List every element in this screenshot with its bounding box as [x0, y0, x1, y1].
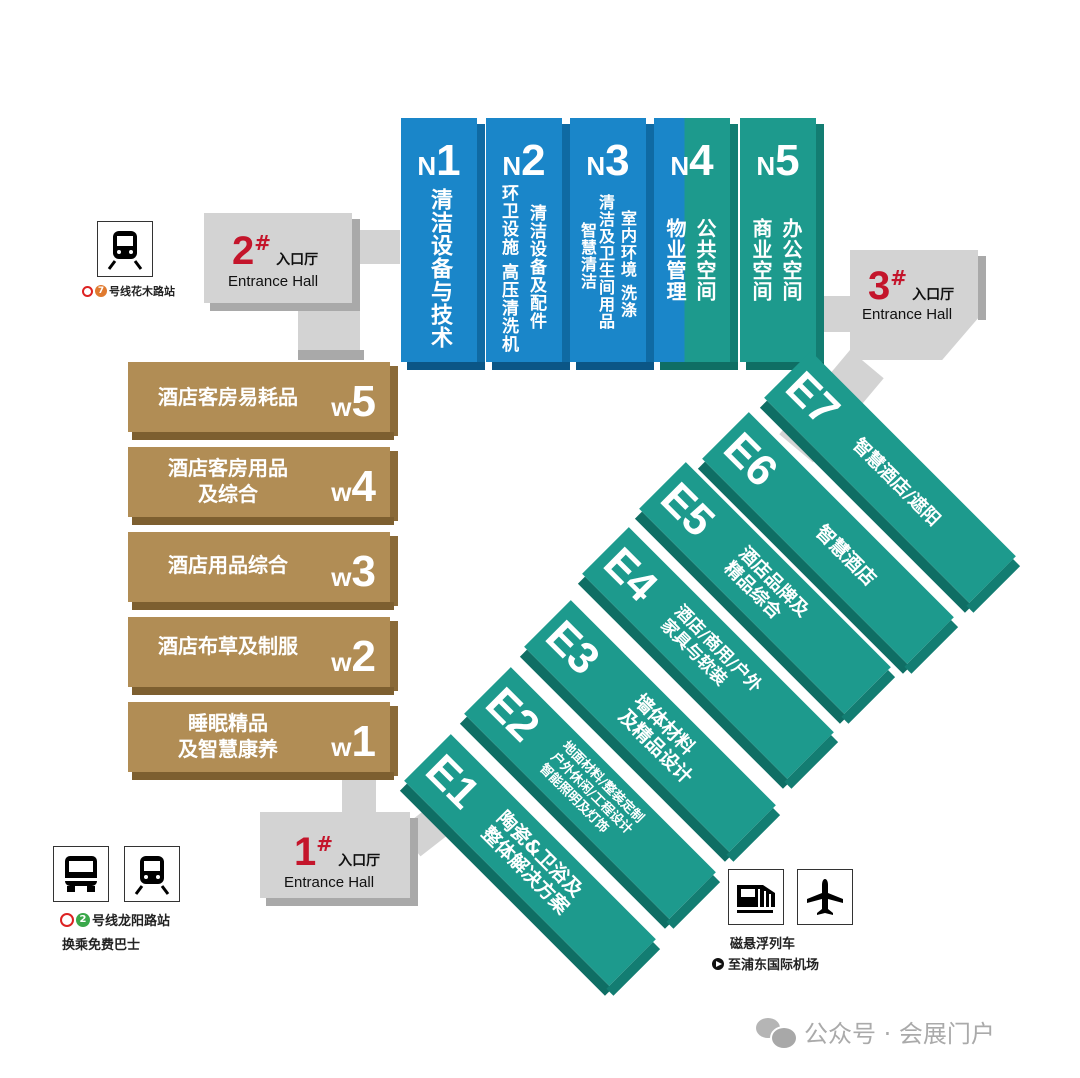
- maglev-label: 磁悬浮列车: [730, 937, 796, 952]
- entrance-en-label: Entrance Hall: [862, 306, 953, 323]
- play-arrow-icon: [712, 957, 724, 970]
- hall-n4[interactable]: N4 物业管理 公共空间: [654, 118, 738, 370]
- hall-code: 5: [775, 136, 800, 185]
- wechat-icon: [756, 1016, 798, 1050]
- entrance-hall-2-face: [204, 213, 352, 303]
- hall-code: 1: [351, 717, 376, 766]
- hall-category: 清洁设备与技术: [427, 188, 452, 349]
- hall-w5[interactable]: 酒店客房易耗品 W5: [128, 362, 398, 440]
- hall-category: 智慧清洁: [578, 222, 597, 290]
- hall-category: 睡眠精品: [188, 711, 268, 735]
- entrance-number: 1: [294, 830, 317, 874]
- metro-line-7-label: 7 号线花木路站: [82, 283, 175, 299]
- entrance-cn-label: 入口厅: [912, 287, 955, 303]
- metro-logo-icon: [82, 285, 93, 297]
- hall-code: 4: [689, 136, 714, 185]
- hall-n3[interactable]: N3 智慧清洁 清洁及卫生间用品 室内环境 洗涤: [570, 118, 654, 370]
- line-2-badge: 2: [76, 912, 90, 927]
- entrance-hall-2[interactable]: 2# 入口厅 Entrance Hall: [204, 213, 360, 311]
- maglev-destination: 至浦东国际机场: [712, 954, 819, 973]
- hall-code: 4: [351, 462, 376, 511]
- entrance-hall-2-side: [352, 219, 360, 309]
- hall-code: 1: [436, 136, 461, 185]
- entrance-en-label: Entrance Hall: [284, 874, 375, 891]
- hall-category: 酒店用品综合: [168, 553, 288, 577]
- hall-code: 2: [351, 632, 376, 681]
- entrance-hall-3[interactable]: 3# 入口厅 Entrance Hall: [850, 250, 986, 370]
- hall-category: 环卫设施 高压清洗机: [498, 184, 518, 353]
- hall-n1[interactable]: N1 清洁设备与技术: [401, 118, 485, 370]
- watermark: 公众号 · 会展门户: [756, 1014, 995, 1050]
- hall-category: 商业空间: [749, 218, 773, 302]
- metro-train-icon: [124, 846, 180, 902]
- hall-w2[interactable]: 酒店布草及制服 W2: [128, 617, 398, 695]
- hall-category: 物业管理: [663, 218, 687, 302]
- airplane-icon: [797, 869, 853, 925]
- hall-code: 3: [351, 547, 376, 596]
- entrance-en-label: Entrance Hall: [228, 273, 319, 290]
- entrance-cn-label: 入口厅: [276, 252, 319, 268]
- hall-category: 酒店布草及制服: [158, 634, 298, 658]
- corridor-2-west-shade: [298, 350, 364, 360]
- bus-icon: [53, 846, 109, 902]
- entrance-hall-1-bottom: [266, 898, 418, 906]
- entrance-hall-2-bottom: [210, 303, 360, 311]
- hall-n2[interactable]: N2 环卫设施 高压清洗机 清洁设备及配件: [486, 118, 570, 370]
- entrance-number: 3: [868, 264, 891, 308]
- entrance-hall-1[interactable]: 1# 入口厅 Entrance Hall: [260, 812, 420, 912]
- entrance-hall-3-face: [850, 250, 978, 360]
- hall-n5[interactable]: N5 商业空间 办公空间: [740, 118, 824, 370]
- hall-code: 5: [351, 377, 376, 426]
- shuttle-bus-label: 换乘免费巴士: [62, 938, 141, 953]
- hall-code: 3: [605, 136, 630, 185]
- hall-category: 清洁及卫生间用品: [596, 194, 615, 330]
- hall-category: 酒店客房用品: [168, 456, 288, 480]
- entrance-number: 2: [232, 229, 255, 273]
- entrance-cn-label: 入口厅: [338, 853, 381, 869]
- hall-category: 公共空间: [693, 218, 717, 302]
- metro-line-2-label: 2 号线龙阳路站: [60, 910, 170, 929]
- hall-code: 2: [521, 136, 546, 185]
- hall-w3[interactable]: 酒店用品综合 W3: [128, 532, 398, 610]
- entrance-hall-1-face: [260, 812, 410, 898]
- hall-category: 酒店客房易耗品: [158, 385, 298, 409]
- metro-logo-icon: [60, 912, 74, 927]
- entrance-hall-3-side: [978, 256, 986, 320]
- entrance-hall-1-side: [410, 818, 418, 904]
- metro-train-icon: [97, 221, 153, 277]
- maglev-train-icon: [728, 869, 784, 925]
- hall-category: 办公空间: [779, 218, 803, 302]
- hall-category: 室内环境 洗涤: [618, 210, 637, 319]
- line-7-badge: 7: [95, 285, 107, 297]
- hall-category: 清洁设备及配件: [526, 204, 546, 330]
- hall-category: 智慧酒店/遮阳: [848, 434, 945, 531]
